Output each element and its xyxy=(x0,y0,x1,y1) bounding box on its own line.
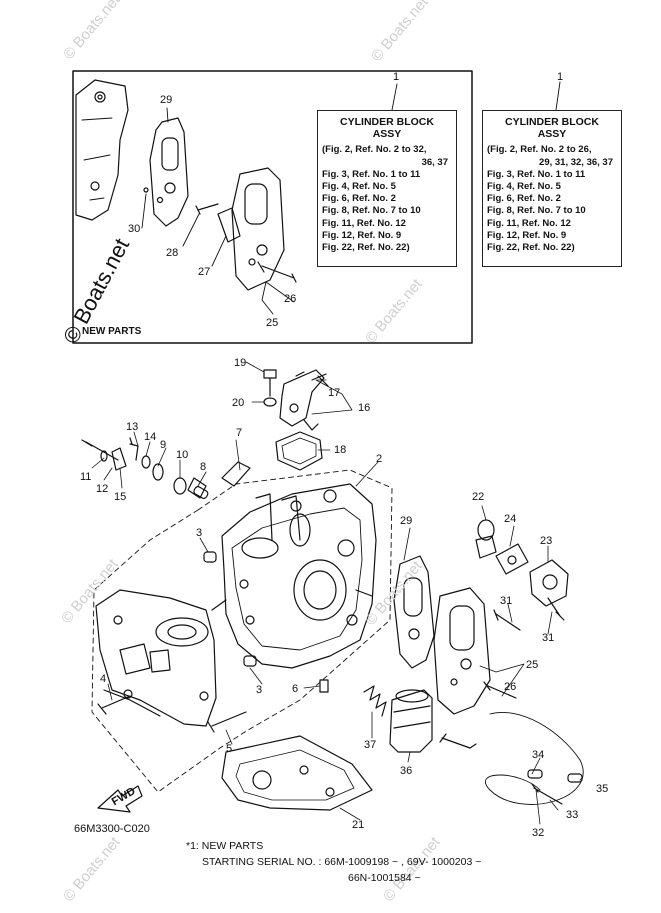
callout: 33 xyxy=(566,809,578,821)
inset-callout: 30 xyxy=(128,223,140,235)
callout: 32 xyxy=(532,827,544,839)
callout: 21 xyxy=(352,819,364,831)
callout: 31 xyxy=(542,632,554,644)
ref-box-left-part-no: 1 xyxy=(393,71,400,83)
callout: 29 xyxy=(400,515,412,527)
ref-box-right: CYLINDER BLOCK ASSY (Fig. 2, Ref. No. 2 … xyxy=(482,110,622,267)
callout: 14 xyxy=(144,431,156,443)
callout: 17 xyxy=(328,387,340,399)
ref-line: Fig. 11, Ref. No. 12 xyxy=(322,217,406,229)
cover-25 xyxy=(433,587,491,715)
callout: 20 xyxy=(232,397,244,409)
footer-serial-2: 66N-1001584 ~ xyxy=(348,872,421,884)
ref-box-subtitle: ASSY xyxy=(537,128,567,141)
ref-line: 36, 37 xyxy=(421,156,448,168)
callout: 37 xyxy=(364,739,376,751)
ref-line: Fig. 22, Ref. No. 22) xyxy=(487,242,575,254)
oil-filter xyxy=(389,689,433,753)
ref-line: Fig. 4, Ref. No. 5 xyxy=(487,181,561,193)
inset-cover xyxy=(231,167,285,291)
callout: 8 xyxy=(200,461,206,473)
callout: 25 xyxy=(526,659,538,671)
inset-callouts: 29 30 28 27 26 25 xyxy=(128,94,296,329)
fwd-arrow xyxy=(97,785,143,813)
callout: 13 xyxy=(126,421,138,433)
ref-line: (Fig. 2, Ref. No. 2 to 32, xyxy=(322,144,427,156)
footer-note: *1: NEW PARTS xyxy=(186,840,264,852)
spring-37 xyxy=(363,685,387,717)
callout: 35 xyxy=(596,783,608,795)
new-parts-label: NEW PARTS xyxy=(82,326,142,337)
inset-frame xyxy=(72,70,473,344)
callout: 16 xyxy=(358,402,370,414)
callout: 36 xyxy=(400,765,412,777)
callout: 3 xyxy=(196,527,202,539)
inset-callout: 28 xyxy=(166,247,178,259)
ref-box-left: CYLINDER BLOCK ASSY (Fig. 2, Ref. No. 2 … xyxy=(317,110,457,267)
thermostat-cover xyxy=(279,369,325,427)
ref-line: Fig. 3, Ref. No. 1 to 11 xyxy=(322,168,421,180)
bolt-19 xyxy=(263,369,277,397)
callout: 9 xyxy=(160,439,166,451)
callout: 31 xyxy=(500,595,512,607)
callout: 5 xyxy=(226,743,232,755)
ref-box-subtitle: ASSY xyxy=(372,128,402,141)
gasket-18 xyxy=(275,431,323,471)
callout: 12 xyxy=(96,483,108,495)
ref-box-title: CYLINDER BLOCK xyxy=(340,116,434,128)
callout: 4 xyxy=(100,673,106,685)
figure-code: 66M3300-C020 xyxy=(74,823,150,835)
callout: 22 xyxy=(472,491,484,503)
ref-box-title: CYLINDER BLOCK xyxy=(505,116,599,128)
callout: 7 xyxy=(236,427,242,439)
hose-loop xyxy=(484,712,584,805)
callout: 11 xyxy=(80,471,91,483)
callout: 26 xyxy=(504,681,516,693)
callout: 24 xyxy=(504,513,516,525)
ref-line: (Fig. 2, Ref. No. 2 to 26, xyxy=(487,144,592,156)
inset-callout: 25 xyxy=(266,317,278,329)
inset-callout: 27 xyxy=(198,266,210,278)
inset-callout: 29 xyxy=(160,94,172,106)
ref-line: Fig. 12, Ref. No. 9 xyxy=(322,229,402,241)
ref-line: 29, 31, 32, 36, 37 xyxy=(539,156,613,168)
ref-line: Fig. 6, Ref. No. 2 xyxy=(487,193,561,205)
callout: 23 xyxy=(540,535,552,547)
ref-line: Fig. 8, Ref. No. 7 to 10 xyxy=(487,205,586,217)
gasket-21 xyxy=(221,735,373,811)
ref-line: Fig. 4, Ref. No. 5 xyxy=(322,181,396,193)
gasket-29 xyxy=(393,555,435,669)
callout: 34 xyxy=(532,749,544,761)
callout: 3 xyxy=(256,684,262,696)
callout: 18 xyxy=(334,444,346,456)
callout: 19 xyxy=(234,357,246,369)
ref-line: Fig. 8, Ref. No. 7 to 10 xyxy=(322,205,421,217)
inset-gasket xyxy=(149,117,189,227)
callout: 2 xyxy=(376,453,382,465)
callout: 15 xyxy=(114,491,126,503)
ref-line: Fig. 12, Ref. No. 9 xyxy=(487,229,567,241)
crankcase xyxy=(95,589,217,727)
inset-callout: 26 xyxy=(284,293,296,305)
ref-line: Fig. 6, Ref. No. 2 xyxy=(322,193,396,205)
ref-line: Fig. 11, Ref. No. 12 xyxy=(487,217,571,229)
hose-7 xyxy=(221,461,251,487)
ref-box-right-part-no: 1 xyxy=(557,71,564,83)
cylinder-block xyxy=(221,483,377,669)
callout: 10 xyxy=(176,449,188,461)
ref-line: Fig. 22, Ref. No. 22) xyxy=(322,242,410,254)
ref-line: Fig. 3, Ref. No. 1 to 11 xyxy=(487,168,586,180)
inset-block-outline xyxy=(75,79,129,221)
main-callouts: 19 17 20 16 18 13 14 9 7 10 8 2 11 12 15… xyxy=(80,357,608,839)
footer-serial-1: STARTING SERIAL NO. : 66M-1009198 ~ , 69… xyxy=(202,856,482,868)
callout: 6 xyxy=(292,683,298,695)
